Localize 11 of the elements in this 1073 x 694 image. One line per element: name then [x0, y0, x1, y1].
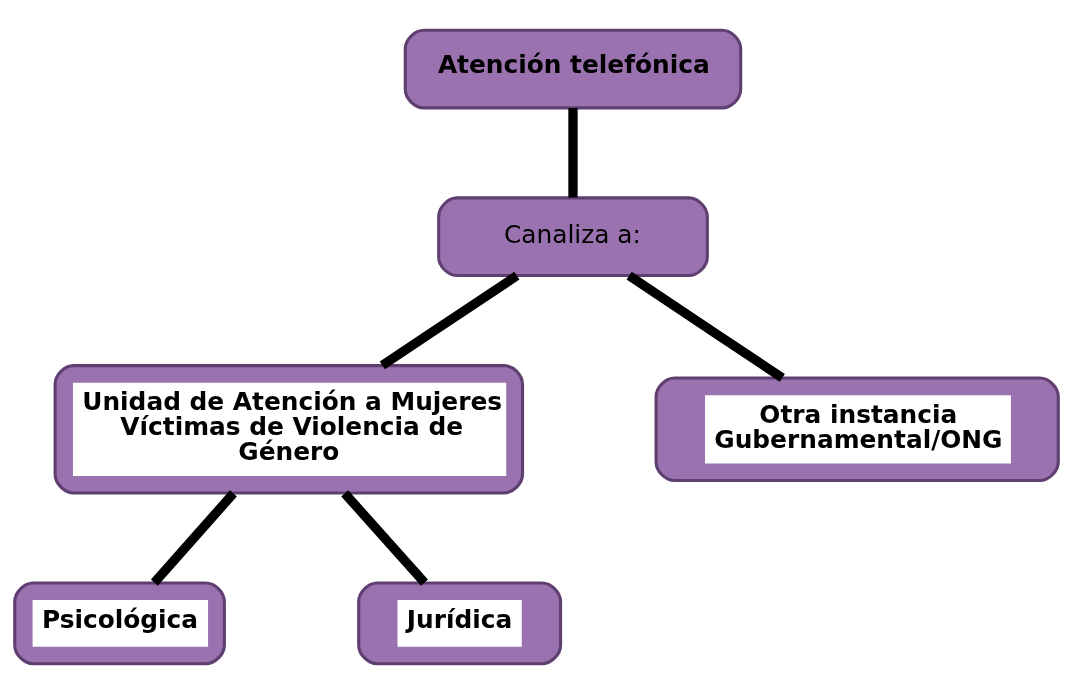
node-box: Canaliza a: — [437, 196, 709, 278]
node-box: Psicológica — [13, 581, 226, 666]
node-box: Otra instancia Gubernamental/ONG — [654, 376, 1060, 483]
node-box: Jurídica — [357, 581, 563, 666]
connector — [341, 490, 428, 586]
connector — [568, 107, 578, 198]
connector — [379, 271, 520, 370]
node-box: Unidad de Atención a Mujeres Víctimas de Violencia de Género — [53, 364, 525, 495]
node-box: Atención telefónica — [403, 28, 743, 110]
connector — [150, 490, 237, 586]
connector — [626, 271, 785, 382]
